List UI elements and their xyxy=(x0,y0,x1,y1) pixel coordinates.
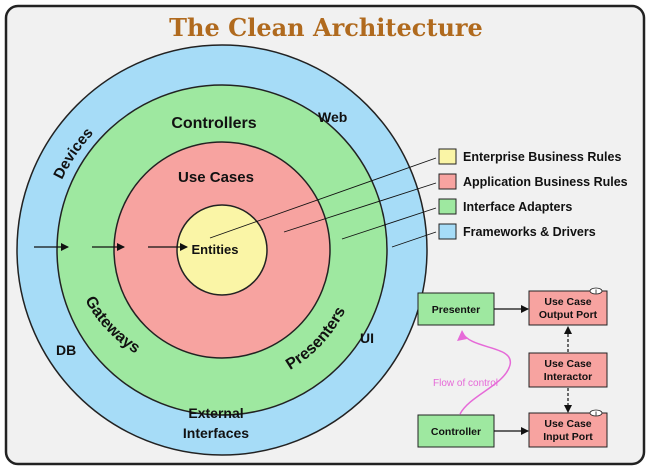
input-port-interface-marker: I xyxy=(595,412,597,418)
ui-label: UI xyxy=(360,330,374,346)
legend-label-application: Application Business Rules xyxy=(463,175,628,189)
legend-swatch-application xyxy=(438,173,457,190)
controllers-label: Controllers xyxy=(171,115,256,132)
use-case-output-port-box xyxy=(528,290,608,326)
output-port-label-line1: Use Case xyxy=(544,296,591,308)
flow-of-control-arrowhead xyxy=(457,330,467,341)
enterprise-business-rules-core xyxy=(176,204,268,296)
output-port-interface-marker: I xyxy=(595,290,597,296)
diagram-title: The Clean Architecture xyxy=(169,13,483,42)
db-label: DB xyxy=(56,342,76,358)
input-port-label-line2: Input Port xyxy=(543,431,593,443)
web-label: Web xyxy=(318,109,347,125)
legend-leader-frameworks xyxy=(391,231,437,248)
legend-label-frameworks: Frameworks & Drivers xyxy=(463,225,596,239)
legend-swatch-enterprise xyxy=(438,148,457,165)
interactor-label-line2: Interactor xyxy=(544,371,592,383)
presenter-label: Presenter xyxy=(432,304,480,316)
legend-leader-enterprise xyxy=(209,157,437,239)
interactor-label-line1: Use Case xyxy=(544,358,591,370)
input-port-interface-icon xyxy=(589,409,603,417)
flow-of-control-label: Flow of control xyxy=(433,378,498,389)
presenter-box xyxy=(417,292,495,326)
controller-label: Controller xyxy=(431,426,481,438)
external-interfaces-label-line1: External xyxy=(188,405,243,421)
legend-swatch-adapters xyxy=(438,198,457,215)
flow-of-control-curve xyxy=(459,331,511,415)
use-case-input-port-box xyxy=(528,412,608,448)
legend-leader-application xyxy=(283,182,437,233)
input-port-label-line1: Use Case xyxy=(544,418,591,430)
entities-label: Entities xyxy=(192,242,239,257)
external-interfaces-label-line2: Interfaces xyxy=(183,425,249,441)
controller-box xyxy=(417,414,495,448)
use-case-interactor-box xyxy=(528,352,608,388)
output-port-interface-icon xyxy=(589,287,603,295)
legend-label-enterprise: Enterprise Business Rules xyxy=(463,150,621,164)
legend-label-adapters: Interface Adapters xyxy=(463,200,572,214)
legend-leader-adapters xyxy=(341,207,437,240)
use-cases-label: Use Cases xyxy=(178,169,254,186)
legend-swatch-frameworks xyxy=(438,223,457,240)
output-port-label-line2: Output Port xyxy=(539,309,598,321)
